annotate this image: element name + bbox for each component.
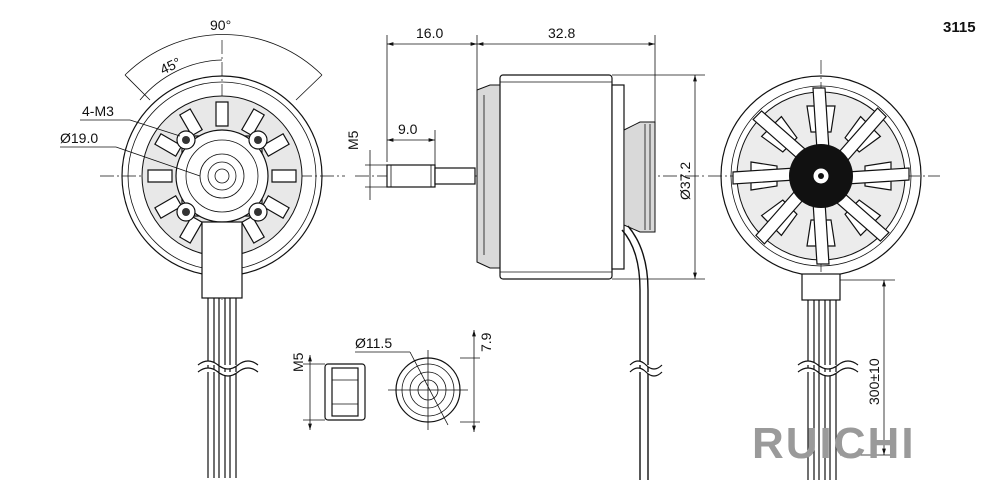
lead-wires-rear [797,300,859,480]
angle-45-label: 45° [157,54,183,77]
nut-diameter-label: Ø11.5 [355,335,392,351]
rear-view: 300±10 [708,60,940,480]
model-number: 3115 [943,19,976,36]
shaft-length-label: 16.0 [416,25,443,41]
nut-height-label: 7.9 [478,332,494,352]
side-view: 16.0 32.8 9.0 M5 Ø37.2 [345,25,705,480]
nut-thread-label: M5 [290,352,306,372]
hole-circle-label: Ø19.0 [60,130,98,146]
stator-slots [147,101,297,251]
front-view: 90° 45° 4-M3 Ø19.0 [60,17,345,478]
shaft-thread-length-label: 9.0 [398,121,418,137]
brand-logo: RUICHI [752,419,916,468]
holes-label: 4-M3 [82,103,114,119]
angle-90-label: 90° [210,17,231,33]
lead-length-label: 300±10 [866,358,882,405]
body-length-label: 32.8 [548,25,575,41]
body-diameter-label: Ø37.2 [677,162,693,200]
mount-holes [176,130,268,222]
shaft-thread-label: M5 [345,130,361,150]
prop-nut-detail: M5 Ø11.5 7.9 [290,330,494,432]
lead-wires-front [197,298,259,478]
